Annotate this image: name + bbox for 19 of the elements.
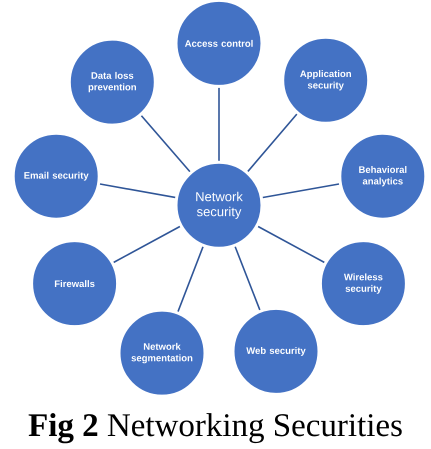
- connector-line: [100, 183, 176, 198]
- connector-line: [234, 246, 261, 310]
- connector-line: [113, 226, 180, 264]
- circle-node: Access control: [176, 0, 262, 86]
- circle-node: Wireless security: [320, 241, 406, 326]
- connector-line: [218, 88, 220, 161]
- connector-line: [247, 114, 298, 172]
- circle-node: Web security: [234, 308, 318, 394]
- connector-line: [258, 226, 325, 264]
- circle-node: Application security: [283, 38, 368, 123]
- connector-line: [262, 183, 340, 198]
- circle-node: Firewalls: [32, 241, 118, 326]
- connector-line: [140, 115, 190, 172]
- circle-node: Data loss prevention: [70, 40, 155, 125]
- caption: Fig 2 Networking Securities: [28, 413, 402, 444]
- circle-node: Network segmentation: [120, 310, 204, 396]
- connector-line: [177, 246, 204, 312]
- circle-node: Behavioral analytics: [340, 134, 426, 219]
- circle-node: Email security: [14, 134, 99, 219]
